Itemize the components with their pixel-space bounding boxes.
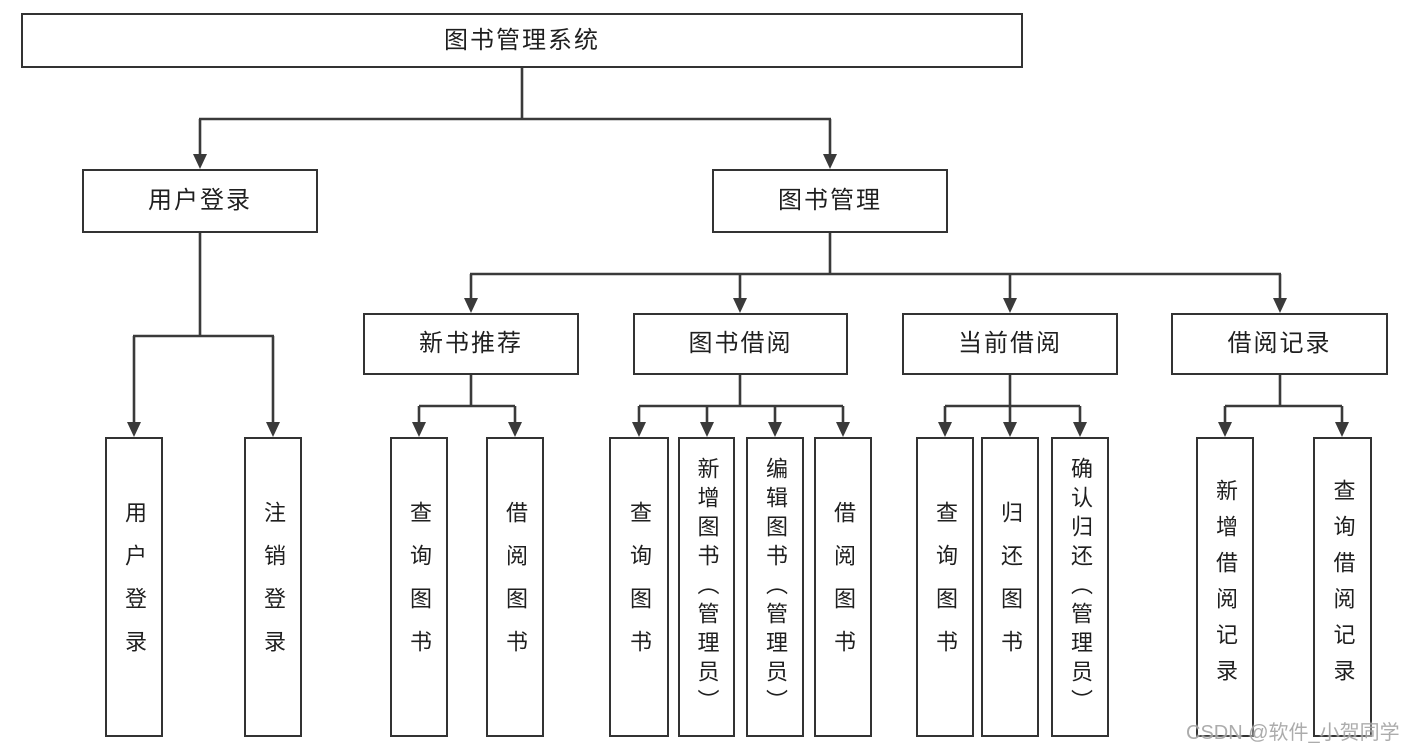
node-label: 当前借阅 — [958, 330, 1062, 357]
leaf-current-confirm-return-admin: 确认归还（管理员） — [1051, 437, 1109, 737]
node-book-management: 图书管理 — [712, 169, 948, 233]
leaf-current-query-books: 查询图书 — [916, 437, 974, 737]
node-label: 确认归还（管理员） — [1068, 456, 1093, 718]
leaf-logout-login: 注销登录 — [244, 437, 302, 737]
node-new-book-recommendation: 新书推荐 — [363, 313, 579, 375]
node-label: 查询借阅记录 — [1330, 479, 1356, 695]
node-label: 新书推荐 — [419, 330, 523, 357]
leaf-borrowing-add-books-admin: 新增图书（管理员） — [678, 437, 735, 737]
node-label: 用户登录 — [122, 501, 147, 673]
leaf-current-return-books: 归还图书 — [981, 437, 1039, 737]
node-label: 归还图书 — [998, 501, 1023, 673]
csdn-watermark: CSDN @软件_小贺同学 — [1186, 722, 1400, 744]
node-label: 借阅记录 — [1227, 330, 1332, 357]
node-label: 查询图书 — [627, 501, 652, 673]
leaf-records-add-record: 新增借阅记录 — [1196, 437, 1254, 737]
leaf-borrowing-borrow-books: 借阅图书 — [814, 437, 872, 737]
node-library-management-system: 图书管理系统 — [21, 13, 1023, 68]
node-label: 借阅图书 — [831, 501, 856, 673]
node-current-borrowing: 当前借阅 — [902, 313, 1118, 375]
arrow-shafts — [132, 119, 1344, 423]
node-label: 借阅图书 — [503, 501, 528, 673]
leaf-newbooks-borrow-books: 借阅图书 — [486, 437, 544, 737]
node-label: 图书管理 — [778, 187, 882, 214]
node-borrowing-records: 借阅记录 — [1171, 313, 1388, 375]
node-label: 图书借阅 — [688, 330, 793, 357]
node-label: 注销登录 — [261, 501, 286, 673]
node-user-login-group: 用户登录 — [82, 169, 318, 233]
node-book-borrowing: 图书借阅 — [633, 313, 848, 375]
leaf-borrowing-edit-books-admin: 编辑图书（管理员） — [746, 437, 804, 737]
node-label: 查询图书 — [933, 501, 958, 673]
node-label: 用户登录 — [148, 187, 252, 214]
node-label: 编辑图书（管理员） — [763, 456, 788, 718]
leaf-user-login: 用户登录 — [105, 437, 163, 737]
leaf-newbooks-query-books: 查询图书 — [390, 437, 448, 737]
node-label: 新增借阅记录 — [1213, 479, 1238, 695]
leaf-records-query-record: 查询借阅记录 — [1313, 437, 1372, 737]
node-label: 图书管理系统 — [444, 26, 600, 54]
connector-segments — [133, 68, 1342, 408]
node-label: 新增图书（管理员） — [694, 456, 720, 718]
leaf-borrowing-query-books: 查询图书 — [609, 437, 669, 737]
node-label: 查询图书 — [407, 501, 432, 673]
